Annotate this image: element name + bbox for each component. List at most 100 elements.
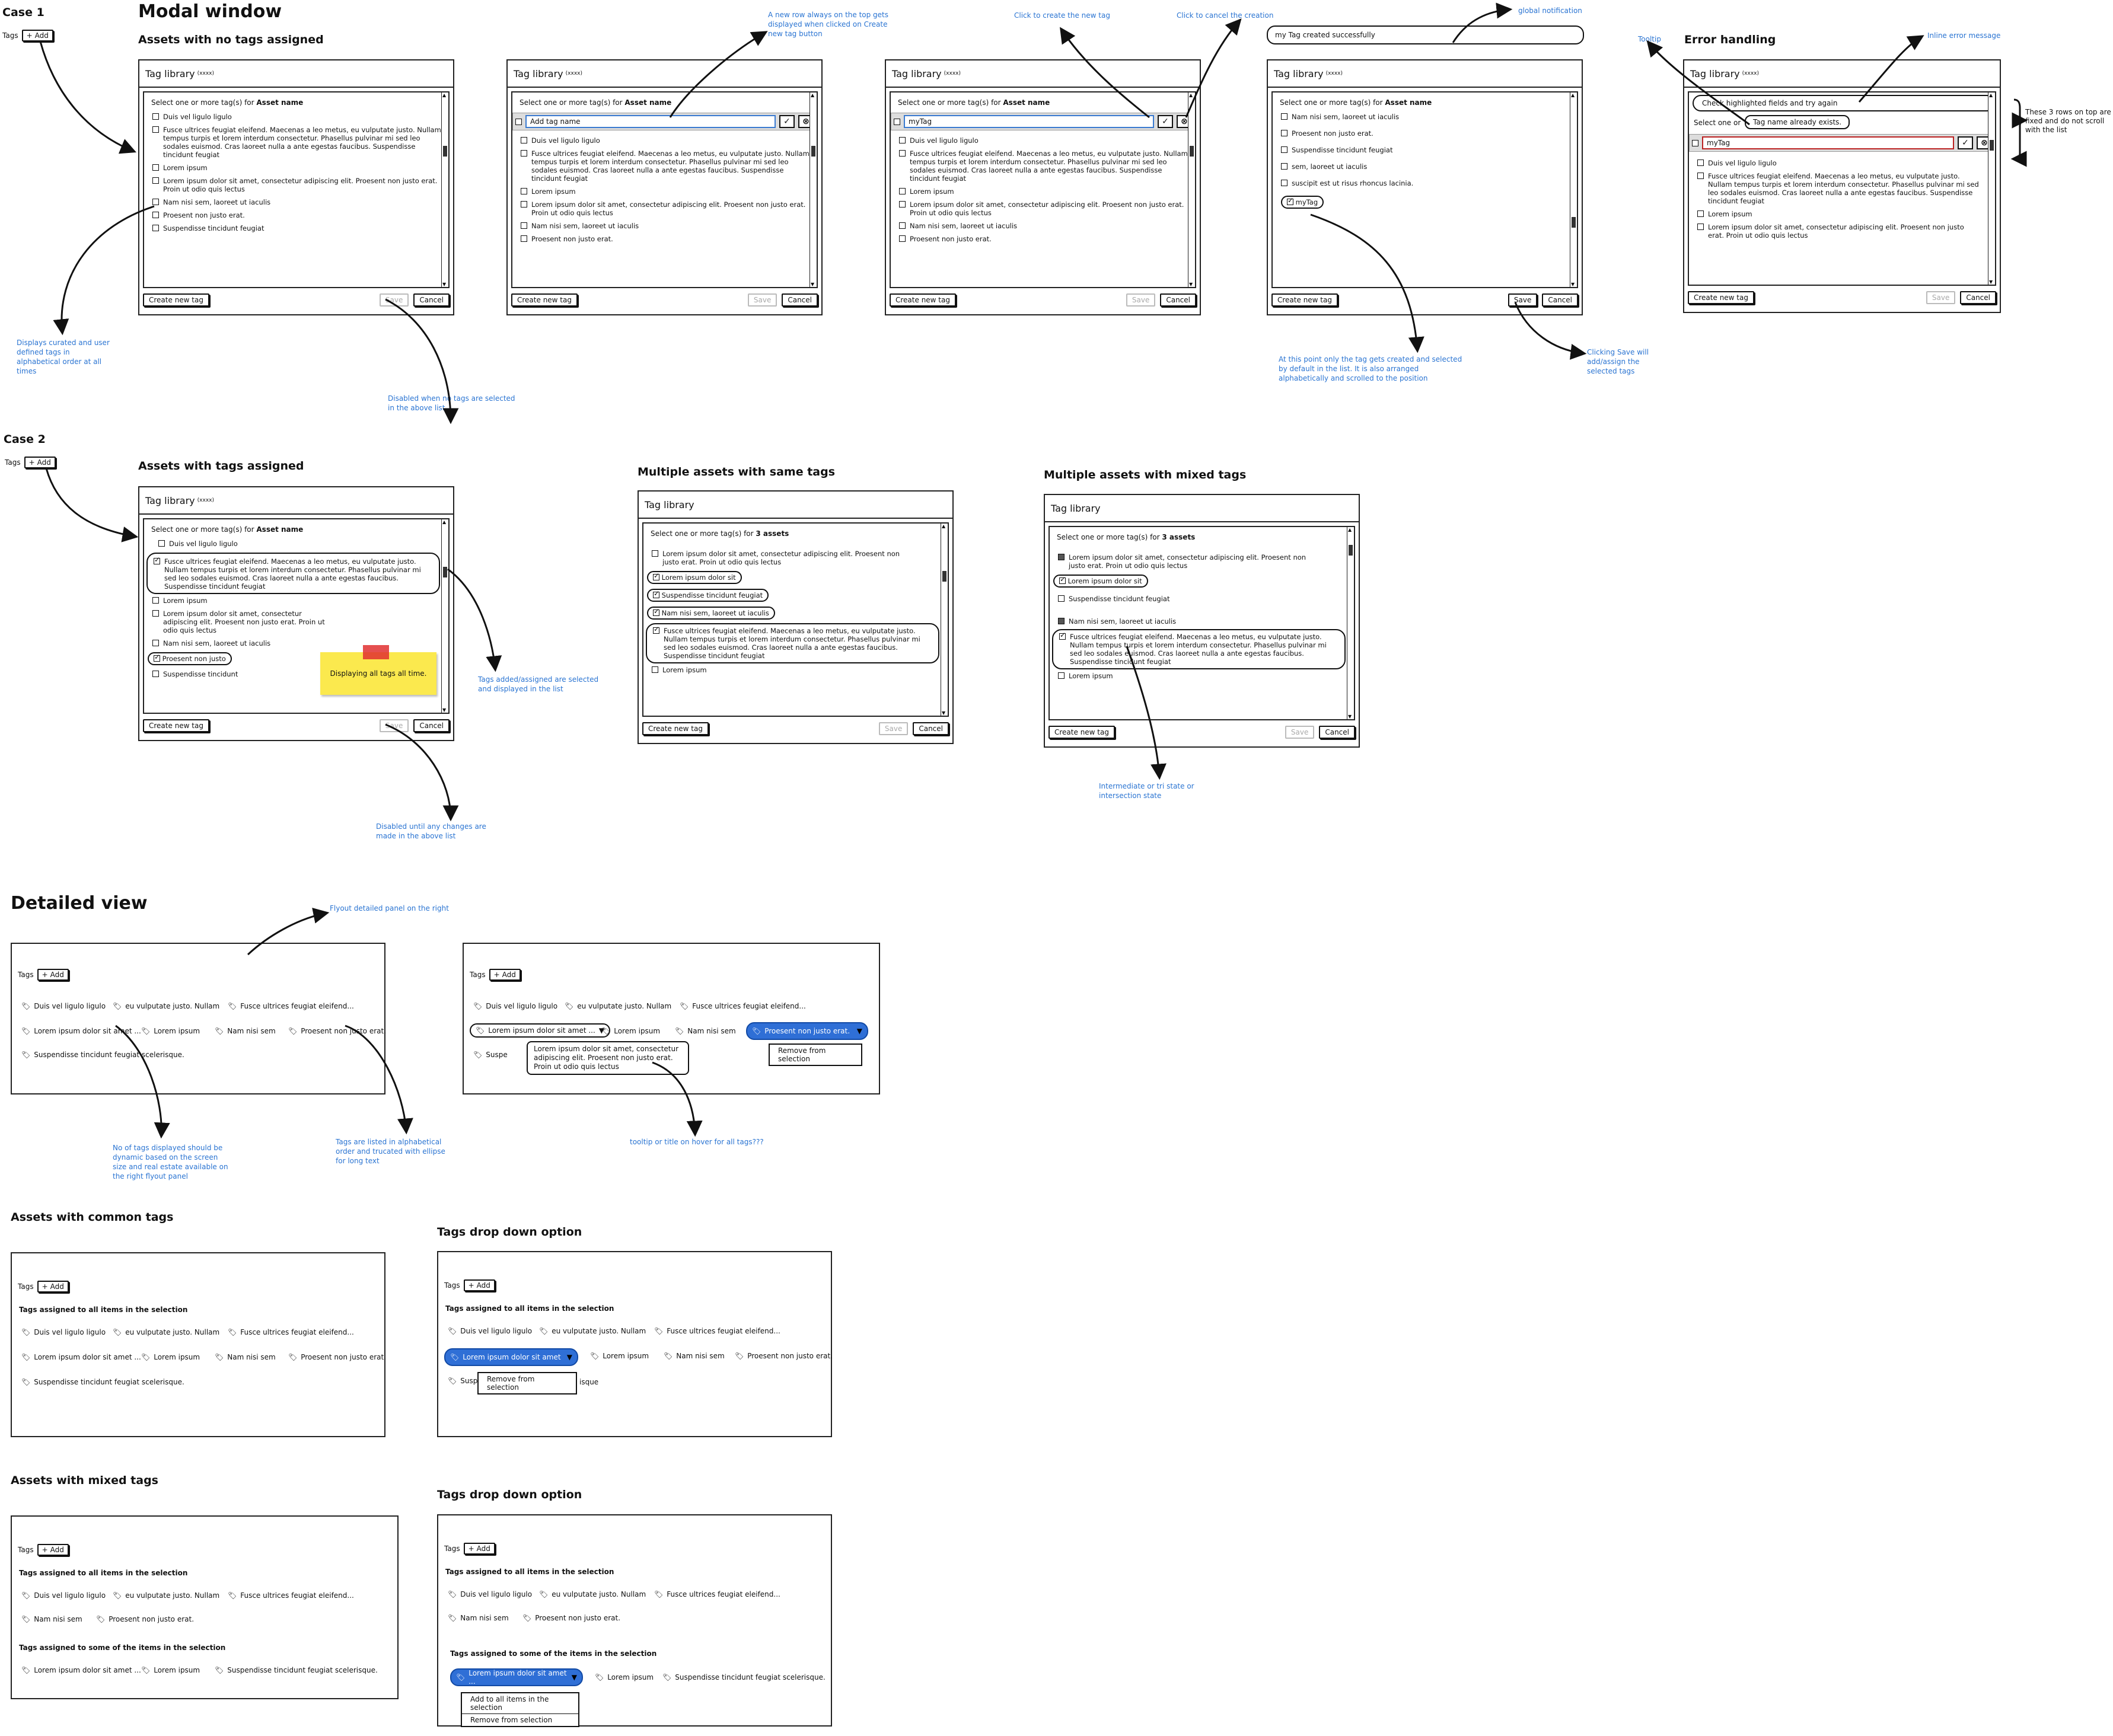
tag-item[interactable]: Lorem ipsum [1050,669,1354,682]
add-tag-button[interactable]: +Add [24,457,56,468]
tag-chip[interactable]: 🏷eu vulputate justo. Nullam [565,1002,672,1010]
tag-item[interactable]: Lorem ipsum dolor sit amet, consectetur … [144,174,448,196]
tag-item[interactable]: sem, laoreet ut iaculis [1273,157,1577,173]
checkbox[interactable] [521,222,527,229]
tag-chip[interactable]: 🏷Proesent non justo erat. [288,1027,387,1035]
tag-item-selected[interactable]: Nam nisi sem, laoreet ut iaculis [643,604,948,622]
tag-chip[interactable]: 🏷Duis vel ligulo ligulo [21,1328,106,1336]
tag-chip[interactable]: 🏷Fusce ultrices feugiat eleifend... [654,1590,780,1598]
checkbox[interactable] [899,150,906,157]
scrollbar[interactable] [441,92,448,287]
checkbox[interactable] [1281,113,1287,120]
tag-chip[interactable]: 🏷Lorem ipsum dolor sit amet ... [21,1353,141,1361]
save-button[interactable]: Save [1285,726,1315,739]
tag-item[interactable]: Lorem ipsum [643,663,948,676]
checkbox[interactable] [521,188,527,194]
cancel-button[interactable]: Cancel [1319,726,1355,739]
tag-chip[interactable]: 🏷Nam nisi sem [448,1614,509,1622]
tag-item[interactable]: Duis vel ligulo ligulo [891,134,1195,147]
checkbox[interactable] [152,640,159,646]
tag-chip[interactable]: 🏷Duis vel ligulo ligulo [473,1002,558,1010]
tag-item[interactable]: Proesent non justo erat. [1273,123,1577,140]
tag-chip[interactable]: 🏷Lorem ipsum dolor sit amet ... [21,1666,141,1674]
tag-chip[interactable]: 🏷Nam nisi sem [675,1027,736,1035]
tag-chip[interactable]: 🏷eu vulputate justo. Nullam [113,1002,220,1010]
checkbox[interactable] [1697,173,1704,179]
save-button[interactable]: Save [1126,293,1156,307]
scrollbar[interactable] [1347,527,1354,719]
tag-chip[interactable]: 🏷Lorem ipsum [595,1673,654,1681]
tag-chip[interactable]: 🏷Fusce ultrices feugiat eleifend... [654,1327,780,1335]
tag-chip[interactable]: 🏷Lorem ipsum [590,1352,649,1360]
tag-chip[interactable]: 🏷Proesent non justo erat. [522,1614,621,1622]
tag-dropdown-selected[interactable]: 🏷Lorem ipsum dolor sit amet ...▼ [450,1668,583,1686]
tag-chip[interactable]: 🏷eu vulputate justo. Nullam [539,1327,646,1335]
tag-item-selected[interactable]: Fusce ultrices feugiat eleifend. Maecena… [146,553,440,594]
checkbox[interactable] [653,589,659,598]
tag-item[interactable]: Lorem ipsum dolor sit amet, consectetur … [643,541,948,569]
confirm-icon[interactable]: ✓ [1158,115,1173,128]
checkbox[interactable] [653,607,659,616]
tag-item[interactable]: Fusce ultrices feugiat eleifend. Maecena… [512,147,817,185]
tag-item[interactable]: Duis vel ligulo ligulo [144,537,448,550]
checkbox[interactable] [899,222,906,229]
checkbox[interactable] [152,212,159,218]
tag-item[interactable]: Suspendisse tincidunt feugiat [1050,590,1354,605]
create-new-tag-button[interactable]: Create new tag [1048,726,1115,739]
tag-chip[interactable]: 🏷Fusce ultrices feugiat eleifend... [228,1328,354,1336]
tag-item-mixed[interactable]: Nam nisi sem, laoreet ut iaculis [1050,605,1354,628]
checkbox[interactable] [521,235,527,242]
confirm-icon[interactable]: ✓ [779,115,795,128]
checkbox[interactable] [1281,146,1287,153]
tag-chip[interactable]: 🏷Nam nisi sem [664,1352,725,1360]
tag-chip[interactable]: 🏷Proesent non justo erat. [735,1352,833,1360]
tag-chip[interactable]: 🏷Fusce ultrices feugiat eleifend... [228,1002,354,1010]
create-new-tag-button[interactable]: Create new tag [1271,293,1338,307]
tag-item-selected[interactable]: Proesent non justo [144,650,448,668]
tag-chip[interactable]: 🏷Lorem ipsum [141,1666,200,1674]
checkbox[interactable] [154,556,160,564]
tag-chip[interactable]: 🏷Lorem ipsum [141,1353,200,1361]
cancel-button[interactable]: Cancel [413,293,450,307]
checkbox[interactable] [521,150,527,157]
tag-item[interactable]: Fusce ultrices feugiat eleifend. Maecena… [1689,170,1987,208]
chevron-down-icon[interactable]: ▼ [856,1027,862,1035]
tag-item[interactable]: Nam nisi sem, laoreet ut iaculis [1273,110,1577,123]
tag-item[interactable]: Lorem ipsum dolor sit amet, consectetur … [144,607,448,637]
checkbox[interactable] [154,653,160,662]
tag-item[interactable]: Duis vel ligulo ligulo [1689,157,1987,170]
tag-item[interactable]: Nam nisi sem, laoreet ut iaculis [144,637,448,650]
tag-item[interactable]: Duis vel ligulo ligulo [512,134,817,147]
tag-item[interactable]: Proesent non justo erat. [891,232,1195,245]
checkbox[interactable] [152,671,159,677]
tag-chip[interactable]: 🏷Fusce ultrices feugiat eleifend... [680,1002,806,1010]
checkbox[interactable] [152,225,159,231]
remove-from-selection[interactable]: Remove from selection [487,1375,535,1392]
tag-chip[interactable]: 🏷eu vulputate justo. Nullam [113,1591,220,1600]
checkbox[interactable] [152,199,159,205]
tag-item[interactable]: Suspendisse tincidunt feugiat [144,222,448,235]
checkbox[interactable] [152,597,159,604]
add-tag-button[interactable]: +Add [21,30,53,42]
checkbox[interactable] [899,235,906,242]
checkbox[interactable] [899,188,906,194]
tag-chip[interactable]: 🏷Suspendisse tincidunt feugiat scelerisq… [215,1666,378,1674]
tag-item[interactable]: suscipit est ut risus rhoncus lacinia. [1273,173,1577,190]
checkbox-mixed[interactable] [1058,618,1065,624]
chevron-down-icon[interactable]: ▼ [571,1673,577,1681]
tag-item[interactable]: Proesent non justo erat. [512,232,817,245]
checkbox[interactable] [1697,224,1704,230]
tag-chip[interactable]: 🏷eu vulputate justo. Nullam [539,1590,646,1598]
new-tag-input[interactable]: Add tag name [525,115,776,128]
add-tag-button[interactable]: +Add [489,969,521,981]
cancel-button[interactable]: Cancel [1160,293,1196,307]
cancel-button[interactable]: Cancel [413,719,450,732]
tag-chip[interactable]: 🏷Lorem ipsum [601,1027,661,1035]
checkbox[interactable] [521,137,527,143]
checkbox[interactable] [158,540,165,547]
checkbox[interactable] [1287,196,1293,205]
checkbox[interactable] [152,126,159,133]
create-new-tag-button[interactable]: Create new tag [143,719,209,732]
new-tag-input[interactable]: myTag [904,115,1154,128]
create-new-tag-button[interactable]: Create new tag [511,293,578,307]
